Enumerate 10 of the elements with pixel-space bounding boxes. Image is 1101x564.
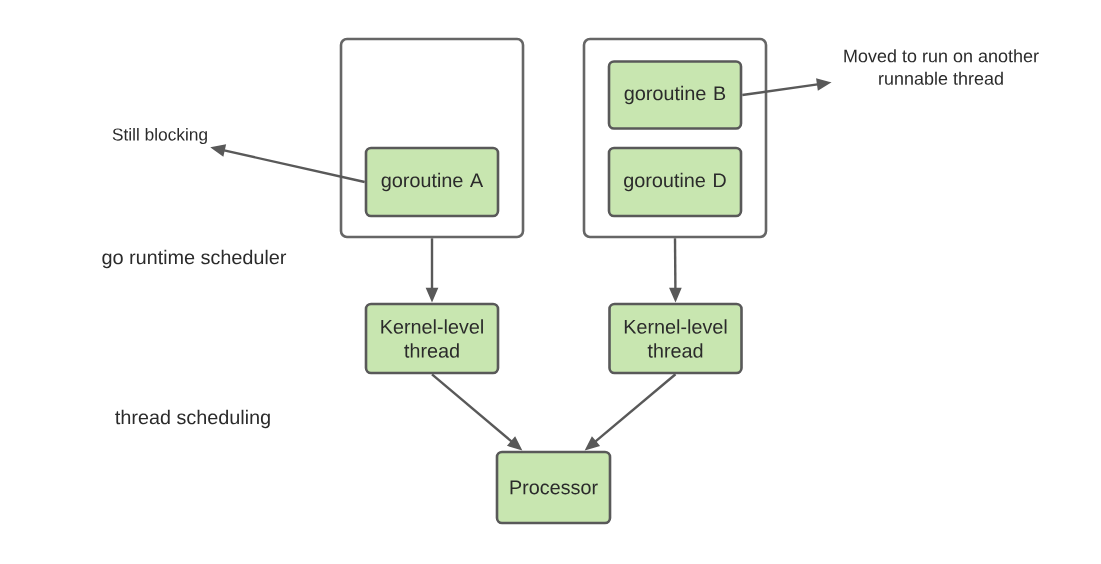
process-box: goroutine B [607,60,743,130]
process-box: Kernel-level thread [364,302,500,375]
process-box: Processor [495,450,612,525]
section-label: go runtime scheduler [102,249,287,269]
section-label: thread scheduling [115,409,270,429]
process-box: goroutine D [607,146,743,218]
annotation-text: Still blocking [112,127,207,145]
annotation-text: Moved to run on another runnable thread [844,49,1039,85]
process-box: goroutine A [364,146,500,218]
process-box: Kernel-level thread [608,302,743,375]
